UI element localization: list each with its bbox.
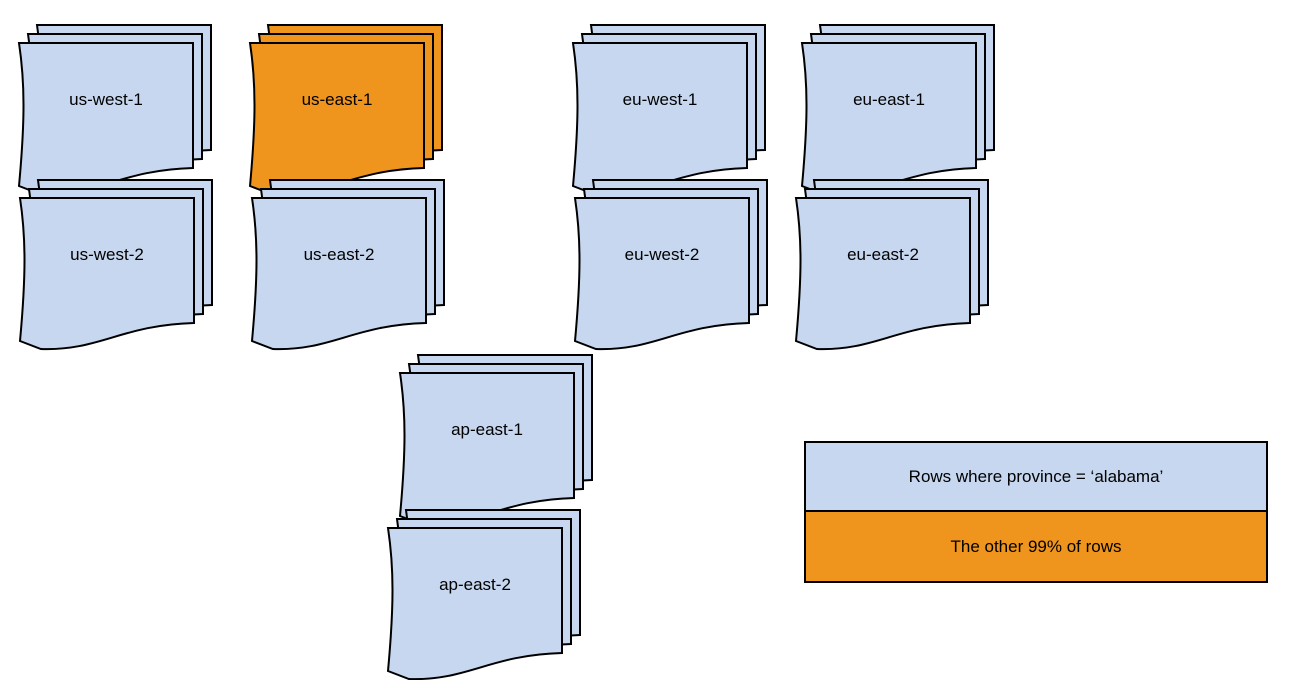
legend-row-label: Rows where province = ‘alabama’ [908, 466, 1164, 486]
region-node-eu-west-1[interactable]: eu-west-1 [571, 23, 769, 198]
document-sheet [386, 527, 563, 680]
document-sheet [250, 197, 427, 351]
region-node-shape-us-east-1 [248, 24, 443, 196]
document-sheet [17, 42, 194, 196]
region-node-shape-ap-east-2 [386, 509, 581, 680]
region-node-eu-east-2[interactable]: eu-east-2 [794, 178, 992, 353]
document-sheet [794, 197, 971, 351]
region-node-shape-ap-east-1 [398, 354, 593, 526]
document-sheet [248, 42, 425, 196]
region-node-shape-us-west-1 [17, 24, 212, 196]
region-node-shape-us-east-2 [250, 179, 445, 351]
region-node-shape-us-west-2 [18, 179, 213, 351]
region-node-us-west-2[interactable]: us-west-2 [18, 178, 216, 353]
region-node-eu-west-2[interactable]: eu-west-2 [573, 178, 771, 353]
legend-row-legend-blue: Rows where province = ‘alabama’ [806, 443, 1266, 512]
region-node-eu-east-1[interactable]: eu-east-1 [800, 23, 998, 198]
region-node-shape-eu-west-2 [573, 179, 768, 351]
region-node-us-west-1[interactable]: us-west-1 [17, 23, 215, 198]
document-sheet [18, 197, 195, 351]
region-node-us-east-1[interactable]: us-east-1 [248, 23, 446, 198]
region-node-shape-eu-east-2 [794, 179, 989, 351]
region-node-us-east-2[interactable]: us-east-2 [250, 178, 448, 353]
legend-row-legend-orange: The other 99% of rows [806, 512, 1266, 581]
document-sheet [573, 197, 750, 351]
legend-row-label: The other 99% of rows [950, 536, 1122, 556]
document-sheet [571, 42, 748, 196]
region-node-ap-east-1[interactable]: ap-east-1 [398, 353, 596, 528]
region-node-shape-eu-east-1 [800, 24, 995, 196]
region-node-shape-eu-west-1 [571, 24, 766, 196]
document-sheet [398, 372, 575, 526]
document-sheet [800, 42, 977, 196]
region-node-ap-east-2[interactable]: ap-east-2 [386, 508, 584, 680]
legend: Rows where province = ‘alabama’ The other… [804, 441, 1268, 583]
